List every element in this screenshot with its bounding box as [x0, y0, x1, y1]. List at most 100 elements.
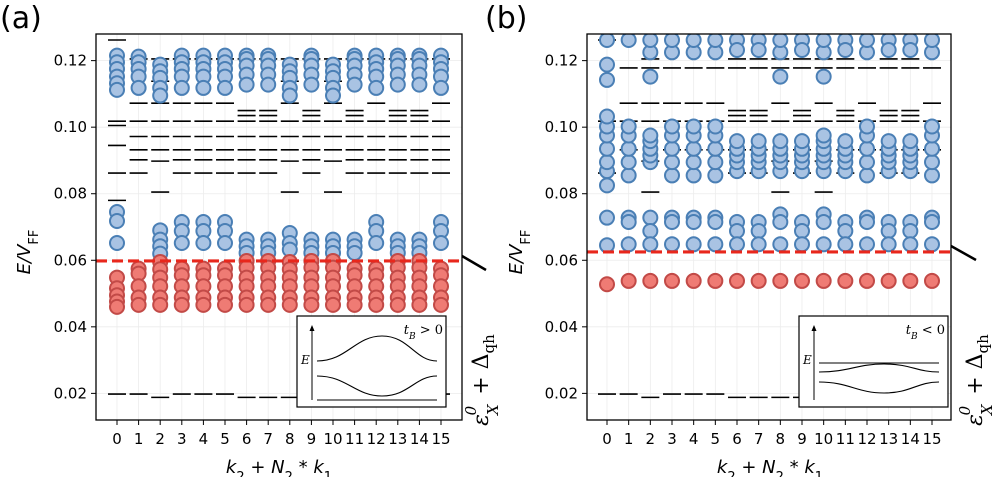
state-point-above — [924, 154, 940, 171]
state-point-above — [750, 236, 767, 253]
state-point-above — [815, 127, 832, 144]
inset-frame — [296, 315, 447, 408]
state-point-above — [109, 81, 125, 98]
state-point-below — [109, 298, 125, 315]
state-point-above — [109, 213, 125, 230]
state-point-below — [772, 272, 789, 289]
state-point-above — [707, 167, 724, 184]
threshold-label: εX0 + Δqh — [956, 334, 996, 426]
state-point-above — [902, 41, 919, 58]
state-point-below — [750, 272, 767, 289]
inset-lower-band — [818, 381, 940, 394]
state-point-above — [859, 34, 875, 48]
state-point-above — [599, 177, 615, 194]
panel-a: (a) E/VFF k2 + N2 * k1 0.020.040.060.080… — [0, 1, 502, 477]
state-point-above — [707, 118, 724, 135]
state-point-above — [599, 237, 615, 254]
x-tick-label: 10 — [814, 430, 833, 448]
state-point-below — [880, 272, 897, 289]
y-tick-label: 0.12 — [54, 52, 87, 70]
svg-text:εX0 + Δqh: εX0 + Δqh — [462, 334, 502, 426]
x-tick-label: 15 — [922, 430, 941, 448]
state-point-above — [729, 41, 745, 58]
state-point-below — [238, 296, 255, 313]
svg-text:E/VFF: E/VFF — [506, 230, 534, 275]
state-point-above — [664, 118, 680, 135]
state-point-above — [599, 108, 615, 125]
state-point-above — [238, 76, 255, 93]
y-tick-label: 0.12 — [545, 52, 578, 70]
state-point-above — [880, 133, 897, 150]
state-point-above — [902, 236, 919, 253]
state-point-below — [217, 296, 233, 313]
state-point-above — [411, 76, 428, 93]
state-point-above — [642, 222, 659, 239]
y-tick-label: 0.10 — [54, 118, 87, 136]
state-point-above — [620, 167, 637, 184]
annotation-leader-line — [950, 244, 977, 262]
state-point-above — [664, 236, 680, 253]
state-point-above — [664, 34, 680, 48]
svg-text:k2 + N2 * k1: k2 + N2 * k1 — [717, 457, 823, 477]
state-point-below — [325, 296, 341, 313]
state-point-above — [859, 140, 875, 157]
x-tick-label: 4 — [689, 430, 699, 448]
x-tick-label: 5 — [711, 430, 721, 448]
x-tick-label: 7 — [754, 430, 764, 448]
state-point-above — [303, 76, 320, 93]
y-tick-label: 0.08 — [54, 185, 87, 203]
state-point-above — [859, 167, 875, 184]
state-point-above — [620, 140, 637, 157]
x-tick-label: 11 — [345, 430, 364, 448]
x-tick-label: 1 — [134, 430, 144, 448]
state-point-above — [729, 236, 745, 253]
state-point-above — [924, 214, 940, 231]
state-point-above — [173, 79, 190, 96]
state-point-above — [815, 34, 832, 48]
state-point-above — [837, 41, 854, 58]
state-point-above — [772, 236, 789, 253]
state-point-above — [620, 214, 637, 231]
state-point-above — [685, 34, 702, 48]
state-point-above — [599, 140, 615, 157]
y-tick-label: 0.06 — [545, 251, 578, 269]
y-tick-label: 0.08 — [545, 185, 578, 203]
x-tick-label: 8 — [285, 430, 295, 448]
x-tick-label: 6 — [732, 430, 742, 448]
annotation-leader-line — [461, 254, 487, 272]
state-point-above — [599, 34, 615, 48]
inset: E tB < 0 — [798, 315, 949, 408]
state-point-above — [837, 222, 854, 239]
state-point-above — [664, 140, 680, 157]
state-point-above — [685, 167, 702, 184]
state-point-below — [303, 296, 320, 313]
state-point-above — [707, 154, 724, 171]
state-point-above — [750, 222, 767, 239]
plot-content — [108, 39, 450, 399]
x-tick-label: 1 — [624, 430, 634, 448]
state-point-above — [368, 234, 385, 251]
state-point-above — [664, 167, 680, 184]
state-point-above — [859, 118, 875, 135]
state-point-above — [902, 222, 919, 239]
x-axis-label: k2 + N2 * k1 — [717, 457, 823, 477]
state-point-above — [642, 236, 659, 253]
y-tick-label: 0.04 — [54, 318, 87, 336]
state-point-above — [195, 234, 212, 251]
state-point-above — [325, 87, 341, 104]
state-point-above — [837, 236, 854, 253]
x-tick-label: 8 — [776, 430, 786, 448]
state-point-below — [389, 296, 406, 313]
state-point-above — [750, 133, 767, 150]
state-point-above — [880, 236, 897, 253]
state-point-below — [902, 272, 919, 289]
state-point-above — [707, 236, 724, 253]
state-point-above — [859, 236, 875, 253]
inset-upper-band — [316, 335, 438, 362]
x-axis-label: k2 + N2 * k1 — [226, 457, 332, 477]
state-point-above — [130, 79, 147, 96]
state-point-above — [794, 41, 810, 58]
inset-axis-arrow — [309, 325, 315, 331]
